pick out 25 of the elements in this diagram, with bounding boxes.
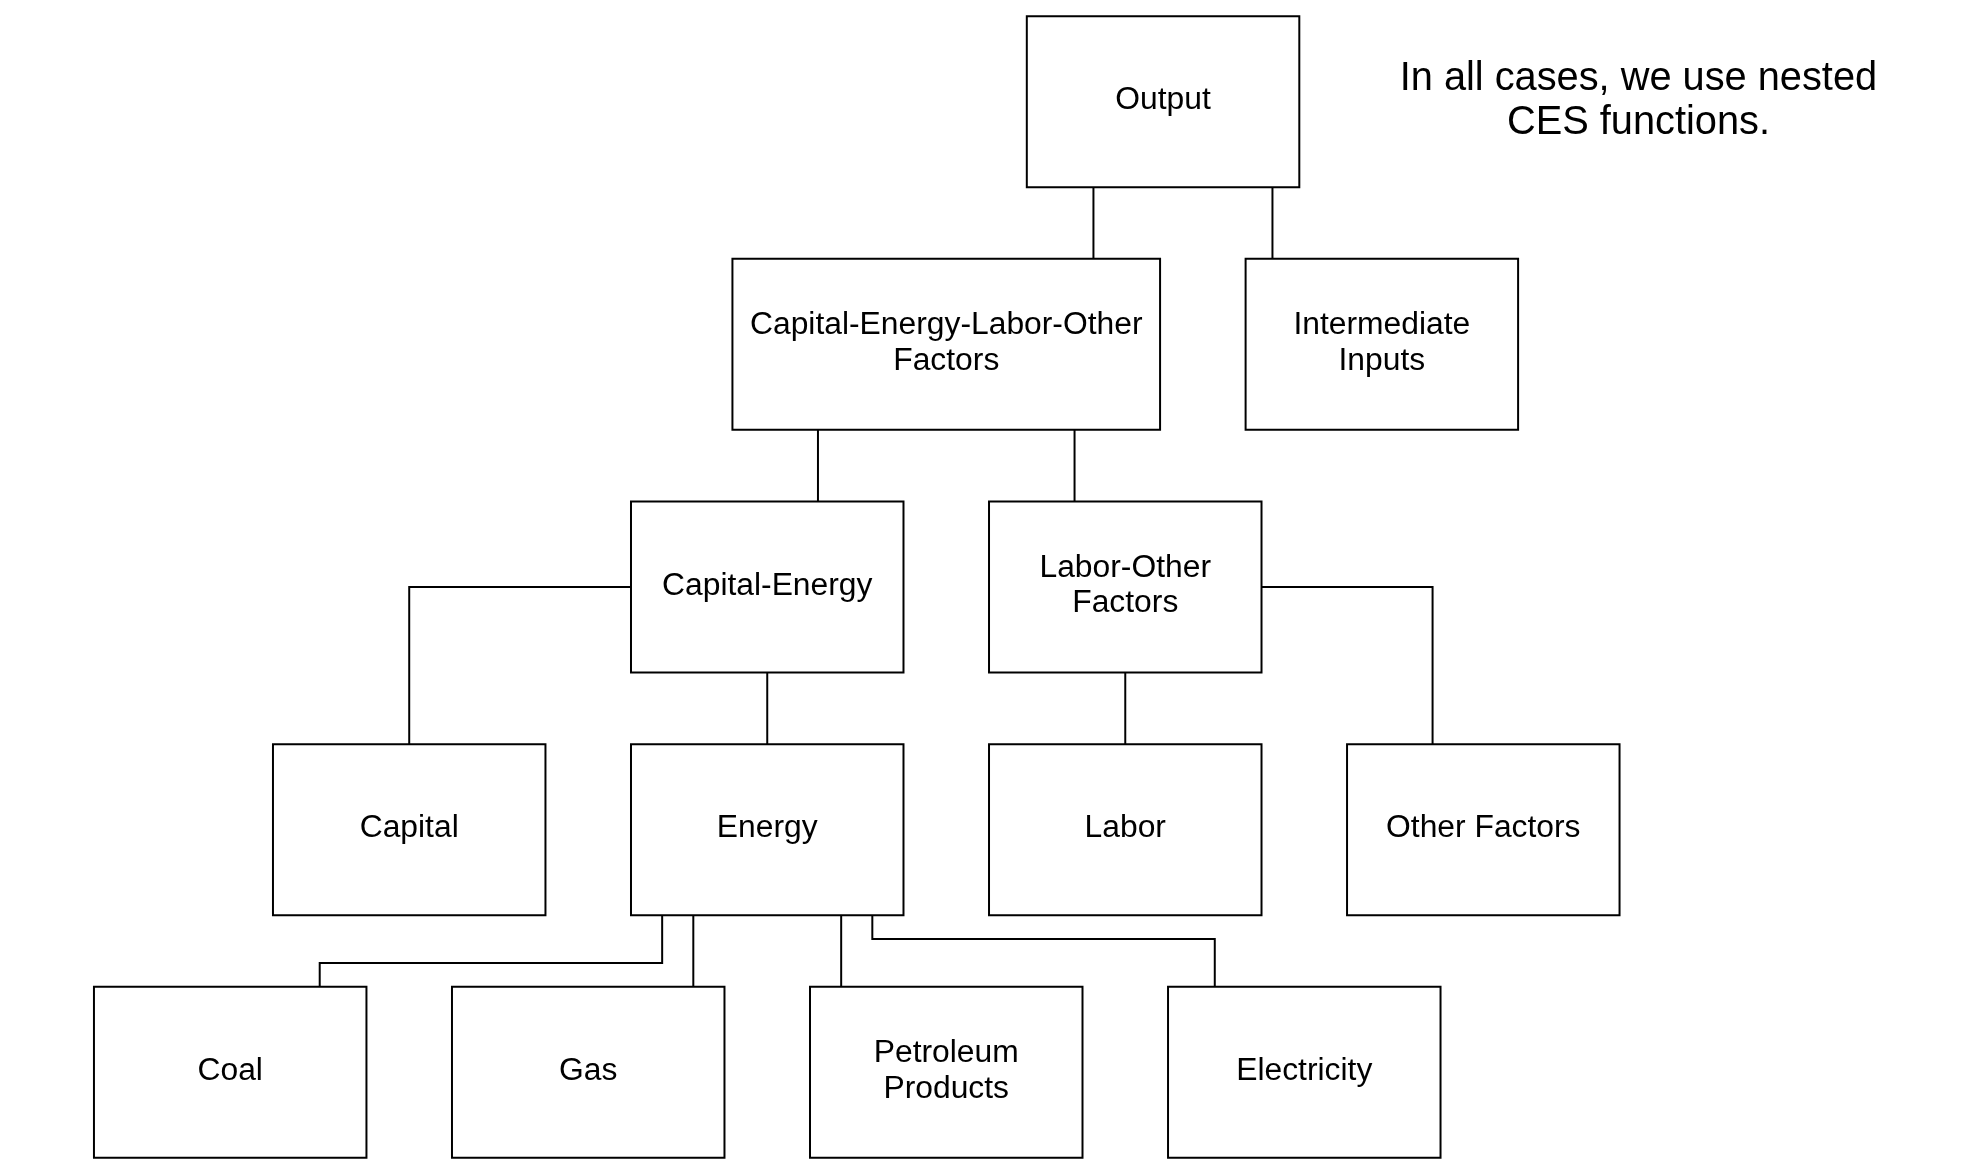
node-box: Coal — [92, 985, 368, 1159]
node-box: Other Factors — [1346, 743, 1621, 917]
connector — [766, 671, 769, 746]
node-box: Electricity — [1167, 985, 1442, 1159]
connector — [1073, 428, 1076, 503]
connector — [871, 914, 1216, 988]
connector — [1092, 186, 1095, 260]
node-box: Capital-Energy — [630, 500, 905, 674]
connector — [1260, 586, 1434, 746]
connector — [1271, 186, 1274, 260]
node-box: Capital — [271, 743, 547, 917]
node-box: Labor-Other Factors — [988, 500, 1263, 674]
connector — [692, 914, 695, 988]
connector — [408, 586, 632, 746]
label: In all cases, we use nested CES functions. — [1399, 53, 1878, 142]
connector — [1124, 671, 1127, 746]
node-box: Capital-Energy-Labor-Other Factors — [731, 257, 1162, 431]
connector — [816, 428, 819, 503]
connector — [840, 914, 843, 988]
node-box: Labor — [988, 743, 1263, 917]
node-box: Intermediate Inputs — [1244, 257, 1520, 431]
node-box: Gas — [451, 985, 726, 1159]
node-box: Petroleum Products — [809, 985, 1084, 1159]
node-box: Output — [1025, 15, 1301, 189]
node-box: Energy — [630, 743, 905, 917]
